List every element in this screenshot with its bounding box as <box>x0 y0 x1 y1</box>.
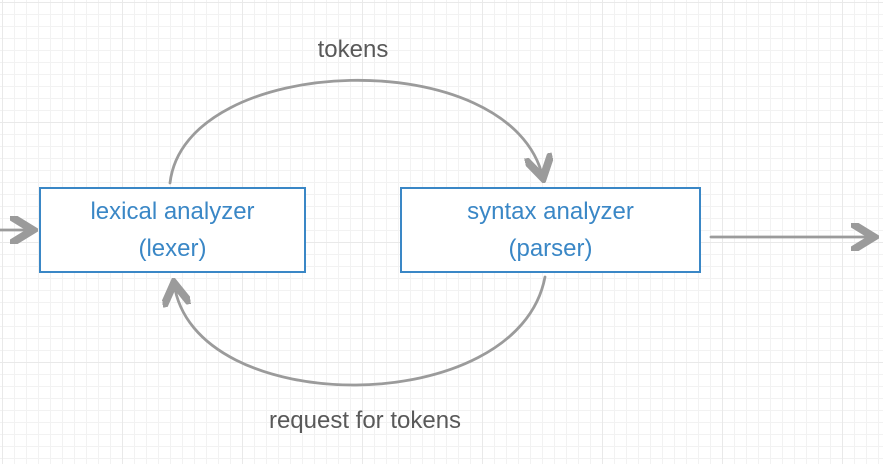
request-for-tokens-arrow-icon <box>174 275 547 387</box>
tokens-arrow-label: tokens <box>317 36 389 63</box>
request-for-tokens-arrow-label: request for tokens <box>268 407 462 434</box>
lexical-analyzer-subtitle: (lexer) <box>138 235 207 262</box>
syntax-analyzer-subtitle: (parser) <box>508 235 593 262</box>
lexical-analyzer-node: lexical analyzer (lexer) <box>39 187 306 273</box>
tokens-arrow-icon <box>168 78 543 183</box>
syntax-analyzer-node: syntax analyzer (parser) <box>400 187 701 273</box>
lexical-analyzer-title: lexical analyzer <box>90 198 255 225</box>
syntax-analyzer-title: syntax analyzer <box>467 198 634 225</box>
